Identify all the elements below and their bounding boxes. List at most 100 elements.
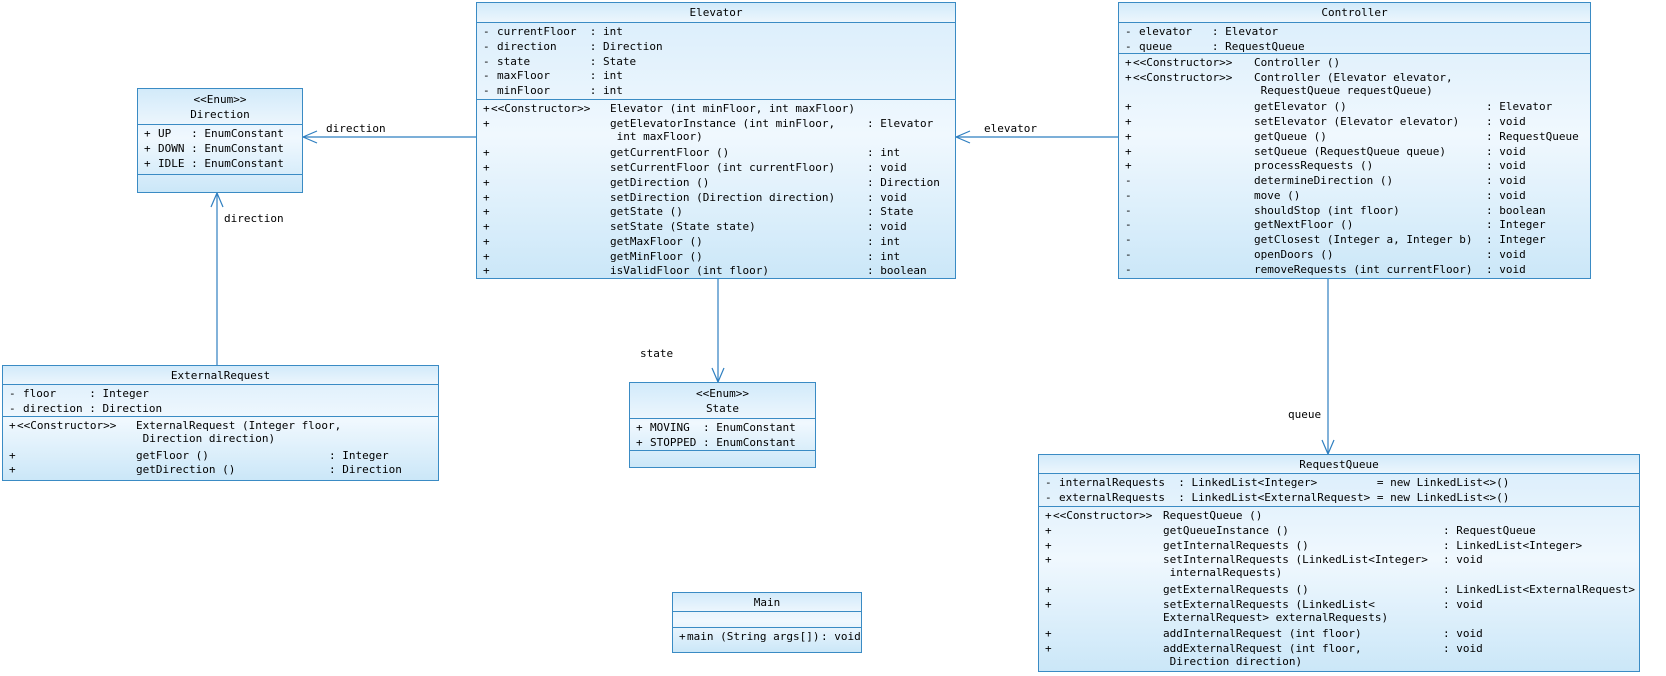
method-return-type: : Integer <box>1486 233 1546 246</box>
attribute-text: elevator : Elevator <box>1139 25 1279 38</box>
method-row: +getElevatorInstance (int minFloor, int … <box>477 117 955 147</box>
method-signature: getDirection () <box>610 175 710 189</box>
method-row: +getState (): State <box>477 205 955 220</box>
visibility-marker: + <box>636 435 643 449</box>
attribute-row: -floor : Integer <box>3 387 438 402</box>
visibility-marker: + <box>9 463 16 477</box>
visibility-marker: + <box>483 190 490 204</box>
attribute-text: STOPPED : EnumConstant <box>650 435 796 449</box>
attribute-row: +MOVING : EnumConstant <box>630 421 815 436</box>
method-row: +getCurrentFloor (): int <box>477 146 955 161</box>
method-return-type: : Integer <box>1486 218 1546 232</box>
class-external-request[interactable]: ExternalRequest-floor : Integer-directio… <box>2 365 439 481</box>
attribute-row: +DOWN : EnumConstant <box>138 142 302 157</box>
method-row: -getClosest (Integer a, Integer b): Inte… <box>1119 233 1590 248</box>
attribute-text: IDLE : EnumConstant <box>158 156 284 170</box>
method-row: +addInternalRequest (int floor): void <box>1039 627 1639 642</box>
method-signature: removeRequests (int currentFloor) <box>1254 262 1473 276</box>
method-return-type: : void <box>1486 247 1526 261</box>
method-signature: getNextFloor () <box>1254 218 1354 232</box>
class-request-queue[interactable]: RequestQueue-internalRequests : LinkedLi… <box>1038 454 1640 672</box>
visibility-marker: + <box>483 116 490 130</box>
edge-controller-to-elevator[interactable] <box>955 130 1118 144</box>
class-name: State <box>705 401 740 415</box>
visibility-marker: + <box>1125 129 1132 143</box>
attribute-row: + STOPPED : EnumConstant <box>630 436 815 450</box>
visibility-marker: - <box>9 401 16 415</box>
attribute-text: direction : Direction <box>23 401 163 415</box>
visibility-marker: - <box>483 84 490 97</box>
method-signature: Elevator (int minFloor, int maxFloor) <box>610 102 856 115</box>
method-signature: main (String args[]) <box>687 630 820 643</box>
attribute-text: DOWN : EnumConstant <box>158 141 284 155</box>
visibility-marker: + <box>9 419 16 432</box>
edge-externalrequest-to-direction-label: direction <box>224 212 284 225</box>
edge-controller-to-requestqueue[interactable] <box>1321 279 1335 455</box>
visibility-marker: + <box>1125 159 1132 173</box>
visibility-marker: + <box>483 264 490 278</box>
edge-elevator-to-direction[interactable] <box>302 130 476 144</box>
method-row: -determineDirection (): void <box>1119 174 1590 189</box>
attribute-row: +UP : EnumConstant <box>138 127 302 142</box>
constructor-stereotype: <<Constructor>> <box>1133 70 1233 84</box>
methods-compartment: +<<Constructor>>Controller ()+<<Construc… <box>1119 53 1590 278</box>
attribute-text: direction : Direction <box>497 39 663 53</box>
attributes-compartment: -floor : Integer-direction : Direction <box>3 384 438 416</box>
attribute-row: +IDLE : EnumConstant <box>138 157 302 172</box>
attribute-text: queue : RequestQueue <box>1139 39 1305 53</box>
visibility-marker: + <box>483 249 490 263</box>
class-main[interactable]: Main +main (String args[]): void <box>672 592 862 653</box>
class-title: Controller <box>1119 3 1590 22</box>
method-row: +<<Constructor>>Controller () <box>1119 56 1590 71</box>
method-signature: getFloor () <box>136 448 209 462</box>
method-signature: Controller () <box>1254 56 1341 69</box>
methods-compartment <box>630 450 815 467</box>
constructor-stereotype: <<Constructor>> <box>1133 56 1233 69</box>
visibility-marker: - <box>483 39 490 53</box>
method-row: +getFloor (): Integer <box>3 449 438 464</box>
method-signature: shouldStop (int floor) <box>1254 203 1400 217</box>
method-return-type: : boolean <box>867 264 927 278</box>
method-signature: getClosest (Integer a, Integer b) <box>1254 233 1473 246</box>
method-signature: getMinFloor () <box>610 249 703 263</box>
method-signature: processRequests () <box>1254 159 1374 173</box>
method-row: +<<Constructor>>Controller (Elevator ele… <box>1119 71 1590 101</box>
method-row: +setElevator (Elevator elevator): void <box>1119 115 1590 130</box>
class-controller[interactable]: Controller-elevator : Elevator-queue : R… <box>1118 2 1591 279</box>
visibility-marker: + <box>1045 641 1052 655</box>
constructor-stereotype: <<Constructor>> <box>1053 509 1153 522</box>
method-signature: setState (State state) <box>610 220 756 233</box>
attribute-text: externalRequests : LinkedList<ExternalRe… <box>1059 490 1510 504</box>
attributes-compartment: +UP : EnumConstant+DOWN : EnumConstant+I… <box>138 124 302 174</box>
class-direction-enum[interactable]: <<Enum>>Direction+UP : EnumConstant+DOWN… <box>137 88 303 193</box>
attribute-text: UP : EnumConstant <box>158 127 284 140</box>
method-return-type: : void <box>867 161 907 174</box>
edge-externalrequest-to-direction[interactable] <box>210 192 224 365</box>
class-state-enum[interactable]: <<Enum>>State+MOVING : EnumConstant+STOP… <box>629 382 816 468</box>
method-signature: RequestQueue () <box>1163 509 1263 522</box>
method-signature: isValidFloor (int floor) <box>610 264 769 278</box>
attribute-row: -state : State <box>477 55 955 70</box>
class-elevator[interactable]: Elevator-currentFloor : int-direction : … <box>476 2 956 279</box>
class-title: Main <box>673 593 861 611</box>
attribute-row: -elevator : Elevator <box>1119 25 1590 40</box>
attribute-text: state : State <box>497 54 637 68</box>
method-signature: determineDirection () <box>1254 174 1394 187</box>
method-return-type: : void <box>1486 262 1526 276</box>
method-return-type: : Integer <box>329 448 389 462</box>
method-row: +main (String args[]): void <box>673 630 861 645</box>
attributes-compartment: -currentFloor : int-direction : Directio… <box>477 22 955 99</box>
attribute-row: -queue : RequestQueue <box>1119 40 1590 53</box>
method-row: -shouldStop (int floor): boolean <box>1119 204 1590 219</box>
method-row: +setDirection (Direction direction): voi… <box>477 191 955 206</box>
edge-controller-to-elevator-label: elevator <box>984 122 1037 135</box>
visibility-marker: - <box>1125 25 1132 38</box>
method-return-type: : boolean <box>1486 203 1546 217</box>
edge-elevator-to-state-label: state <box>640 347 674 360</box>
method-signature: setInternalRequests (LinkedList<Integer>… <box>1163 553 1428 580</box>
attribute-text: MOVING : EnumConstant <box>650 421 796 434</box>
edge-elevator-to-state[interactable] <box>711 279 725 383</box>
constructor-stereotype: <<Constructor>> <box>491 102 591 115</box>
